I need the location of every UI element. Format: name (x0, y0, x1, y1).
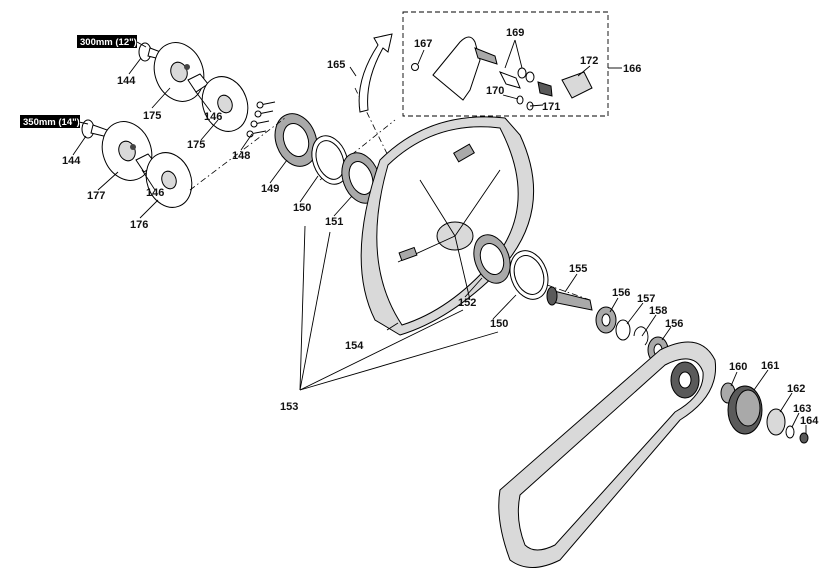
label-156-right: 156 (665, 318, 683, 330)
label-167: 167 (414, 38, 432, 50)
label-177: 177 (87, 190, 105, 202)
label-165: 165 (327, 59, 345, 71)
label-176: 176 (130, 219, 148, 231)
inset-box-166 (402, 11, 609, 117)
ring-150-left (311, 135, 349, 185)
ring-150-right (509, 250, 549, 300)
leader-lines (72, 39, 807, 434)
bolts-148 (246, 101, 276, 138)
label-151: 151 (325, 216, 343, 228)
label-172: 172 (580, 55, 598, 67)
washer-157 (615, 319, 631, 341)
label-150-right: 150 (490, 318, 508, 330)
flange-176 (145, 152, 193, 208)
label-146-upper: 146 (204, 111, 222, 123)
label-163: 163 (793, 403, 811, 415)
label-162: 162 (787, 383, 805, 395)
label-166: 166 (623, 63, 641, 75)
label-155: 155 (569, 263, 587, 275)
plate-162 (766, 408, 786, 436)
flange-175-lower (201, 76, 249, 132)
washer-163 (785, 425, 795, 439)
bearing-plate-149 (274, 113, 318, 167)
blade-guard-154 (360, 116, 535, 336)
label-148: 148 (232, 150, 250, 162)
label-158: 158 (649, 305, 667, 317)
label-169: 169 (506, 27, 524, 39)
clip-158 (633, 326, 649, 346)
label-153: 153 (280, 401, 298, 413)
size-tag-300mm: 300mm (12") (77, 35, 137, 48)
svg-text:350mm (14"): 350mm (14") (23, 117, 80, 128)
label-144-lower: 144 (62, 155, 81, 167)
size-tag-350mm: 350mm (14") (20, 115, 80, 128)
label-156-left: 156 (612, 287, 630, 299)
label-157: 157 (637, 293, 655, 305)
bearing-156-left (595, 306, 617, 334)
label-154: 154 (345, 340, 364, 352)
hub-152 (473, 234, 511, 284)
nut-164 (799, 432, 809, 444)
label-164: 164 (800, 415, 819, 427)
rotation-arrow-165 (358, 33, 393, 113)
label-152: 152 (458, 297, 476, 309)
part-labels: 144 144 175 175 146 146 148 149 150 150 … (62, 27, 819, 427)
flange-175-upper (153, 42, 205, 102)
label-149: 149 (261, 183, 279, 195)
label-160: 160 (729, 361, 747, 373)
svg-text:300mm (12"): 300mm (12") (80, 37, 137, 48)
label-161: 161 (761, 360, 779, 372)
label-150-left: 150 (293, 202, 311, 214)
belt-arm (498, 341, 717, 568)
label-170: 170 (486, 85, 504, 97)
label-144-upper: 144 (117, 75, 136, 87)
label-175-upper: 175 (143, 110, 161, 122)
pulley-161 (727, 385, 763, 435)
shaft-155 (546, 286, 593, 311)
label-171: 171 (542, 101, 560, 113)
label-175-lower: 175 (187, 139, 205, 151)
label-146-lower: 146 (146, 187, 164, 199)
